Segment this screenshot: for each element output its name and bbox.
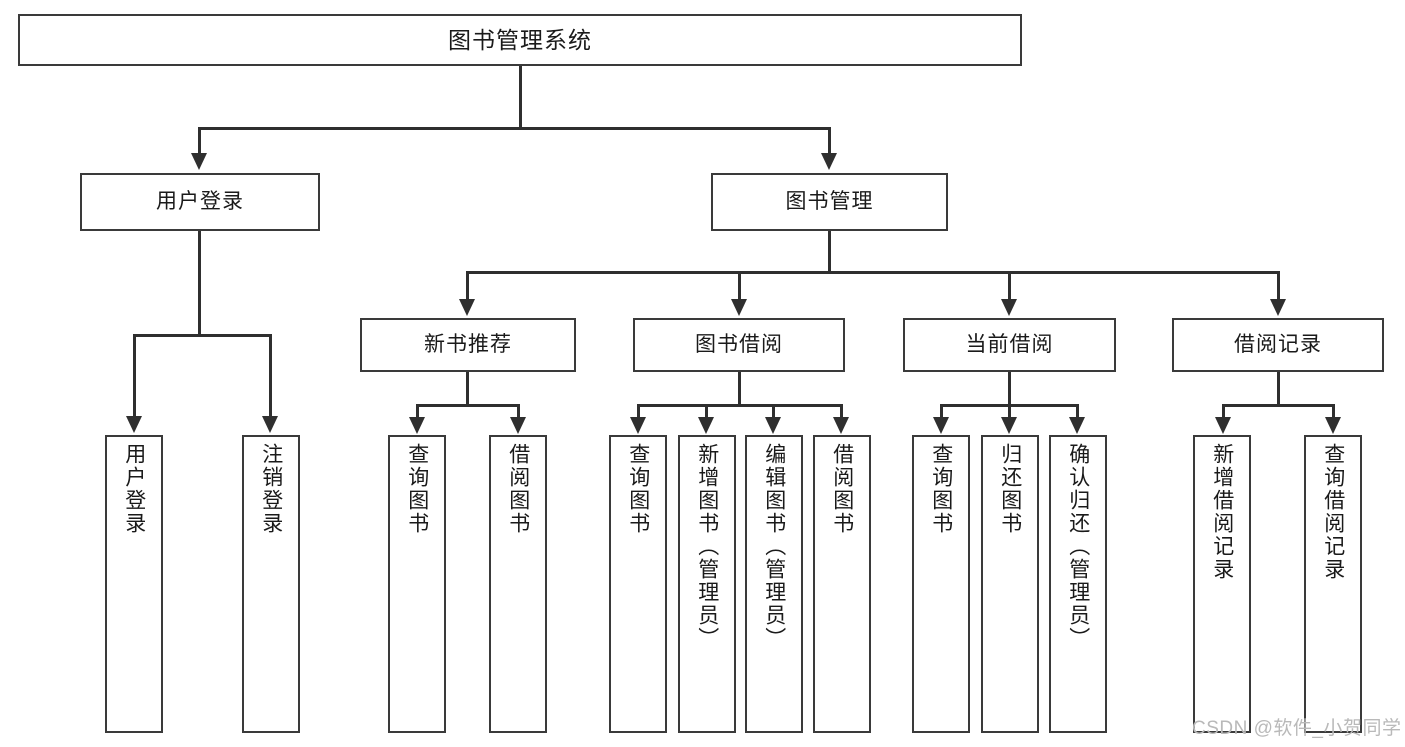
node-label: 借阅记录 bbox=[1234, 332, 1322, 356]
connector-book-borrow-stem bbox=[738, 372, 741, 406]
node-book-management[interactable]: 图书管理 bbox=[711, 173, 948, 231]
connector-bm-to-book-borrow bbox=[738, 271, 741, 301]
connector-borrow-record-to-leaf-2 bbox=[1332, 404, 1335, 421]
connector-book-borrow-bus bbox=[637, 404, 843, 407]
node-book-management-system[interactable]: 图书管理系统 bbox=[18, 14, 1022, 66]
arrowhead-current-borrow-leaf-3 bbox=[1069, 417, 1085, 434]
arrowhead-bm-new-book bbox=[459, 299, 475, 316]
connector-borrow-record-to-leaf-1 bbox=[1222, 404, 1225, 421]
leaf-label: 编辑图书（管理员） bbox=[762, 443, 786, 650]
leaf-label: 查询借阅记录 bbox=[1321, 443, 1345, 581]
node-user-login[interactable]: 用户登录 bbox=[80, 173, 320, 231]
leaf-user-login[interactable]: 用户登录 bbox=[105, 435, 163, 733]
connector-borrow-record-stem bbox=[1277, 372, 1280, 406]
node-label: 新书推荐 bbox=[424, 332, 512, 356]
connector-root-bus bbox=[198, 127, 831, 130]
leaf-label: 新增借阅记录 bbox=[1210, 443, 1234, 581]
leaf-edit-book-admin[interactable]: 编辑图书（管理员） bbox=[745, 435, 803, 733]
arrowhead-bm-book-borrow bbox=[731, 299, 747, 316]
connector-book-borrow-to-leaf-1 bbox=[637, 404, 640, 421]
node-label: 图书借阅 bbox=[695, 332, 783, 356]
arrowhead-user-login-leaf-1 bbox=[126, 416, 142, 433]
leaf-add-borrow-record[interactable]: 新增借阅记录 bbox=[1193, 435, 1251, 733]
node-book-borrow[interactable]: 图书借阅 bbox=[633, 318, 845, 372]
leaf-label: 借阅图书 bbox=[830, 443, 854, 535]
leaf-borrow-book[interactable]: 借阅图书 bbox=[813, 435, 871, 733]
leaf-label: 归还图书 bbox=[998, 443, 1022, 535]
connector-root-to-book-management bbox=[828, 127, 831, 156]
connector-current-borrow-to-leaf-1 bbox=[940, 404, 943, 421]
node-borrow-record[interactable]: 借阅记录 bbox=[1172, 318, 1384, 372]
connector-bm-to-borrow-record bbox=[1277, 271, 1280, 301]
watermark-text: CSDN @软件_小贺同学 bbox=[1192, 718, 1402, 739]
node-new-book-recommend[interactable]: 新书推荐 bbox=[360, 318, 576, 372]
leaf-query-book-current[interactable]: 查询图书 bbox=[912, 435, 970, 733]
connector-new-book-to-leaf-1 bbox=[416, 404, 419, 421]
arrowhead-root-to-book-management bbox=[821, 153, 837, 170]
leaf-return-book[interactable]: 归还图书 bbox=[981, 435, 1039, 733]
arrowhead-user-login-leaf-2 bbox=[262, 416, 278, 433]
connector-new-book-bus bbox=[416, 404, 520, 407]
connector-book-borrow-to-leaf-2 bbox=[705, 404, 708, 421]
leaf-label: 新增图书（管理员） bbox=[695, 443, 719, 650]
connector-current-borrow-stem bbox=[1008, 372, 1011, 406]
connector-user-login-to-leaf-1 bbox=[133, 334, 136, 418]
leaf-label: 查询图书 bbox=[405, 443, 429, 535]
connector-book-management-bus bbox=[466, 271, 1280, 274]
connector-root-to-user-login bbox=[198, 127, 201, 156]
connector-book-borrow-to-leaf-3 bbox=[772, 404, 775, 421]
connector-user-login-to-leaf-2 bbox=[269, 334, 272, 418]
leaf-add-book-admin[interactable]: 新增图书（管理员） bbox=[678, 435, 736, 733]
node-current-borrow[interactable]: 当前借阅 bbox=[903, 318, 1116, 372]
connector-bm-to-new-book bbox=[466, 271, 469, 301]
connector-borrow-record-bus bbox=[1222, 404, 1335, 407]
connector-new-book-stem bbox=[466, 372, 469, 406]
arrowhead-new-book-leaf-2 bbox=[510, 417, 526, 434]
arrowhead-bm-current-borrow bbox=[1001, 299, 1017, 316]
leaf-label: 确认归还（管理员） bbox=[1066, 443, 1090, 650]
leaf-query-borrow-record[interactable]: 查询借阅记录 bbox=[1304, 435, 1362, 733]
node-label: 图书管理 bbox=[785, 189, 874, 213]
node-label: 用户登录 bbox=[156, 189, 244, 213]
arrowhead-book-borrow-leaf-1 bbox=[630, 417, 646, 434]
arrowhead-book-borrow-leaf-3 bbox=[765, 417, 781, 434]
arrowhead-root-to-user-login bbox=[191, 153, 207, 170]
connector-book-management-stem bbox=[828, 231, 831, 274]
leaf-borrow-book-recommend[interactable]: 借阅图书 bbox=[489, 435, 547, 733]
leaf-logout[interactable]: 注销登录 bbox=[242, 435, 300, 733]
leaf-confirm-return-admin[interactable]: 确认归还（管理员） bbox=[1049, 435, 1107, 733]
arrowhead-book-borrow-leaf-4 bbox=[833, 417, 849, 434]
leaf-label: 查询图书 bbox=[929, 443, 953, 535]
leaf-label: 借阅图书 bbox=[506, 443, 530, 535]
leaf-query-book-borrow[interactable]: 查询图书 bbox=[609, 435, 667, 733]
leaf-label: 用户登录 bbox=[122, 443, 146, 535]
connector-current-borrow-to-leaf-3 bbox=[1076, 404, 1079, 421]
connector-current-borrow-to-leaf-2 bbox=[1008, 404, 1011, 421]
connector-user-login-stem bbox=[198, 231, 201, 336]
arrowhead-current-borrow-leaf-1 bbox=[933, 417, 949, 434]
connector-book-borrow-to-leaf-4 bbox=[840, 404, 843, 421]
connector-root-stem bbox=[519, 66, 522, 127]
node-label: 当前借阅 bbox=[965, 332, 1054, 356]
connector-bm-to-current-borrow bbox=[1008, 271, 1011, 301]
leaf-label: 查询图书 bbox=[626, 443, 650, 535]
connector-new-book-to-leaf-2 bbox=[517, 404, 520, 421]
arrowhead-current-borrow-leaf-2 bbox=[1001, 417, 1017, 434]
arrowhead-borrow-record-leaf-1 bbox=[1215, 417, 1231, 434]
leaf-label: 注销登录 bbox=[259, 443, 283, 535]
arrowhead-new-book-leaf-1 bbox=[409, 417, 425, 434]
arrowhead-bm-borrow-record bbox=[1270, 299, 1286, 316]
node-label: 图书管理系统 bbox=[448, 26, 592, 53]
arrowhead-book-borrow-leaf-2 bbox=[698, 417, 714, 434]
arrowhead-borrow-record-leaf-2 bbox=[1325, 417, 1341, 434]
leaf-query-book-recommend[interactable]: 查询图书 bbox=[388, 435, 446, 733]
connector-user-login-bus bbox=[133, 334, 272, 337]
